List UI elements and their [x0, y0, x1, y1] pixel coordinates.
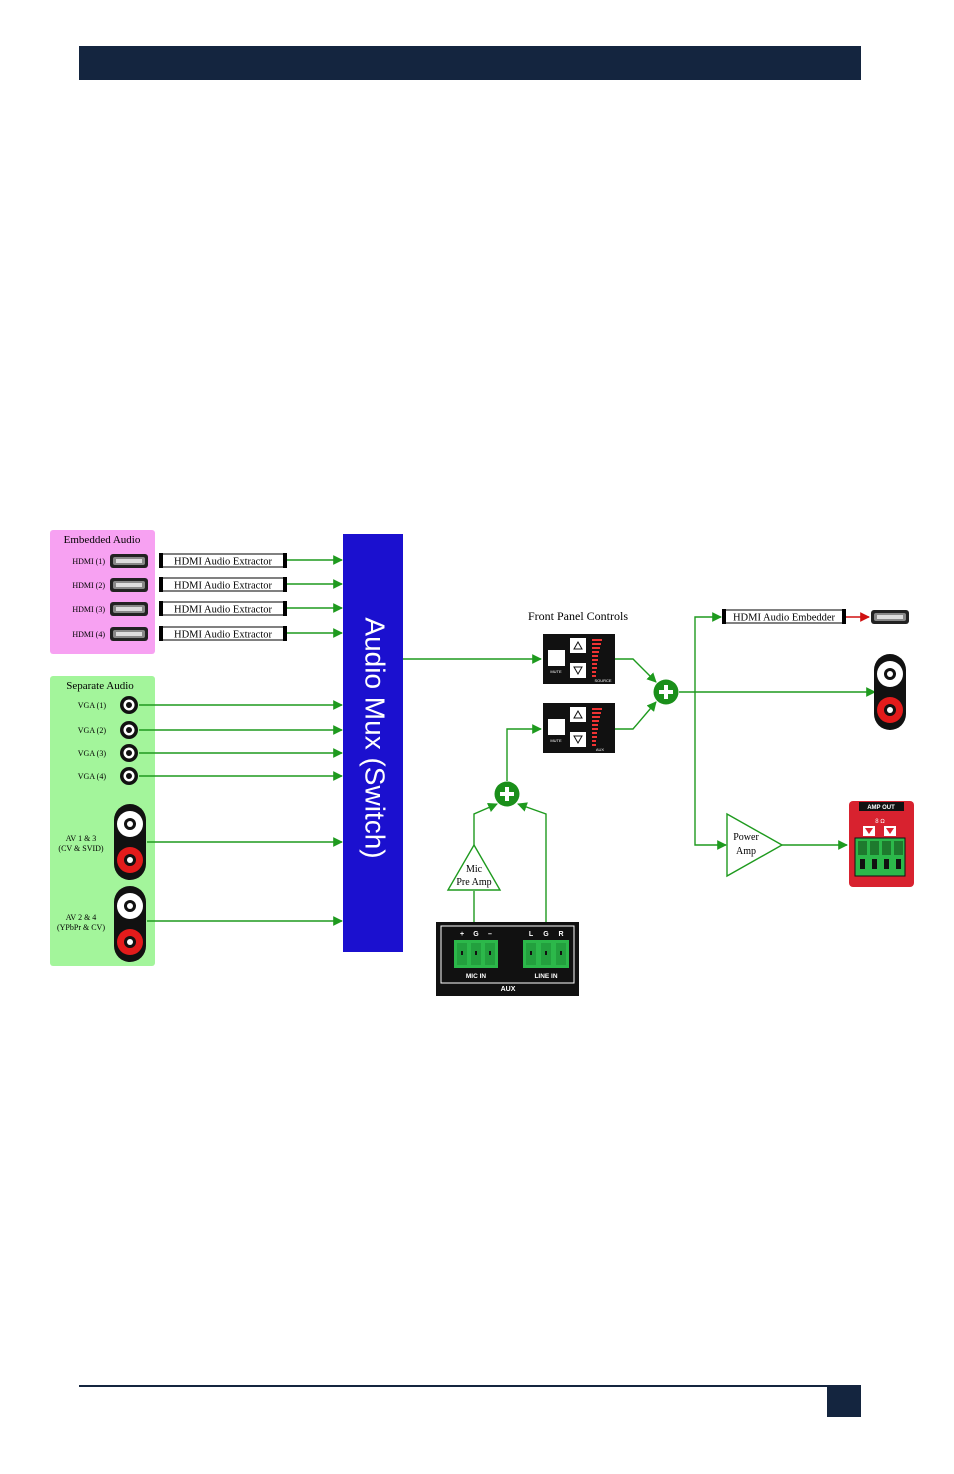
embedded-audio-group: Embedded Audio HDMI (1) HDMI (2) HDMI (3…: [50, 530, 155, 654]
mic-pin-minus: –: [488, 931, 492, 938]
output-lines: [679, 612, 876, 850]
vga-3-label: VGA (3): [78, 749, 107, 758]
source-mute-button: [548, 650, 565, 666]
line-in-terminal-block: [523, 940, 569, 968]
vga-2-jack-icon: [120, 721, 138, 739]
hdmi-extractors: HDMI Audio Extractor HDMI Audio Extracto…: [159, 553, 287, 641]
extractor-4: HDMI Audio Extractor: [159, 626, 287, 641]
aux-mute-label: MUTE: [550, 738, 562, 743]
mic-pin-plus: +: [460, 931, 464, 938]
extractor-4-label: HDMI Audio Extractor: [174, 630, 272, 641]
vga-1-label: VGA (1): [78, 701, 107, 710]
hdmi-2-port-icon: [110, 578, 148, 592]
vga-2-label: VGA (2): [78, 726, 107, 735]
audio-mux-label: Audio Mux (Switch): [360, 617, 391, 858]
mic-pre-amp-label-line2: Pre Amp: [456, 877, 491, 888]
hdmi-2-label: HDMI (2): [72, 581, 105, 590]
amp-out-panel: AMP OUT 8 Ω: [849, 801, 914, 887]
av-1-3-rca-icon: [114, 804, 146, 880]
extractor-1-label: HDMI Audio Extractor: [174, 557, 272, 568]
power-amp-label-line2: Amp: [736, 846, 756, 857]
vga-4-label: VGA (4): [78, 772, 107, 781]
extractor-2-label: HDMI Audio Extractor: [174, 581, 272, 592]
hdmi-3-port-icon: [110, 602, 148, 616]
aux-mute-button: [548, 719, 565, 735]
extractor-2: HDMI Audio Extractor: [159, 577, 287, 592]
vga-3-jack-icon: [120, 744, 138, 762]
line-pin-r: R: [558, 931, 563, 938]
aux-down-arrow-icon: [573, 735, 583, 745]
speaker-terminal-icons: [863, 826, 896, 836]
av-2-4-label-line1: AV 2 & 4: [66, 913, 97, 922]
separate-audio-group: Separate Audio VGA (1) VGA (2) VGA (3) V…: [50, 676, 155, 966]
aux-up-arrow-icon: [573, 709, 583, 719]
source-mute-label: MUTE: [550, 669, 562, 674]
aux-level-meter-icon: [592, 708, 602, 746]
aux-signal-lines: [473, 724, 547, 922]
hdmi-1-label: HDMI (1): [72, 557, 105, 566]
extractor-3-label: HDMI Audio Extractor: [174, 605, 272, 616]
mic-pre-amp-label-line1: Mic: [466, 864, 483, 875]
audio-mux-block: [343, 534, 403, 952]
rca-output-icon: [874, 654, 906, 730]
power-amp-label-line1: Power: [733, 832, 759, 843]
mic-pin-g: G: [473, 931, 479, 938]
main-sum-node-icon: [653, 679, 679, 705]
footer-rule: [79, 1385, 861, 1387]
source-control-panel: MUTE SOURCE: [543, 634, 615, 684]
separate-audio-title: Separate Audio: [66, 680, 134, 692]
aux-input-panel: + G – L G R MIC IN LINE IN AUX: [436, 922, 579, 996]
front-panel-title: Front Panel Controls: [528, 609, 628, 623]
av-2-4-label-line2: (YPbPr & CV): [57, 923, 105, 932]
mic-in-label: MIC IN: [466, 973, 487, 980]
audio-signal-flow-diagram: Embedded Audio HDMI (1) HDMI (2) HDMI (3…: [50, 530, 914, 996]
aux-panel-title: AUX: [501, 986, 516, 993]
power-amp: Power Amp: [726, 812, 784, 878]
extractor-3: HDMI Audio Extractor: [159, 601, 287, 616]
aux-sum-node-icon: [494, 781, 520, 807]
hdmi-1-port-icon: [110, 554, 148, 568]
audio-mux: Audio Mux (Switch): [343, 534, 403, 952]
mic-in-terminal-block: [454, 940, 498, 968]
amp-out-title: AMP OUT: [867, 805, 895, 811]
header-bar: [79, 46, 861, 80]
source-label: SOURCE: [594, 678, 611, 683]
hdmi-4-port-icon: [110, 627, 148, 641]
hdmi-4-label: HDMI (4): [72, 630, 105, 639]
extractor-1: HDMI Audio Extractor: [159, 553, 287, 568]
source-up-arrow-icon: [573, 640, 583, 650]
vga-1-jack-icon: [120, 696, 138, 714]
controls-to-sum-lines: [615, 658, 657, 730]
aux-label: AUX: [596, 747, 605, 752]
hdmi-3-label: HDMI (3): [72, 605, 105, 614]
av-1-3-label-line2: (CV & SVID): [58, 844, 104, 853]
embedded-audio-title: Embedded Audio: [64, 534, 141, 546]
amp-out-ohms: 8 Ω: [875, 819, 885, 825]
page-number-box: [827, 1386, 861, 1417]
av-1-3-label-line1: AV 1 & 3: [66, 834, 97, 843]
hdmi-output-port-icon: [871, 610, 909, 624]
line-pin-g: G: [543, 931, 549, 938]
aux-control-panel: MUTE AUX: [543, 703, 615, 753]
hdmi-embedder-label: HDMI Audio Embedder: [733, 613, 836, 624]
input-signal-lines: [139, 555, 343, 926]
av-2-4-rca-icon: [114, 886, 146, 962]
line-pin-l: L: [529, 931, 534, 938]
line-in-label: LINE IN: [534, 973, 557, 980]
mic-pre-amp: Mic Pre Amp: [446, 843, 502, 891]
source-down-arrow-icon: [573, 666, 583, 676]
vga-4-jack-icon: [120, 767, 138, 785]
source-level-meter-icon: [592, 639, 602, 677]
hdmi-embedder: HDMI Audio Embedder: [722, 609, 846, 624]
